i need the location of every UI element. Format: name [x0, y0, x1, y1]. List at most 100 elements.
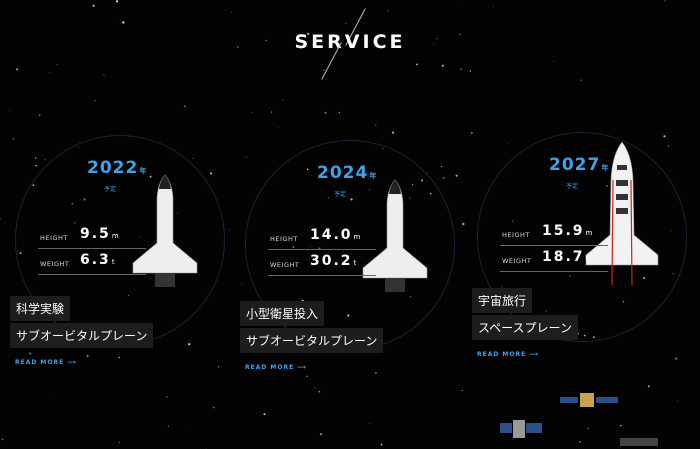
read-more-link[interactable]: READ MORE ⟶ [15, 359, 77, 366]
star [580, 79, 582, 81]
star [667, 145, 670, 147]
star [647, 385, 650, 388]
star [265, 39, 267, 42]
vehicle-type-tag: スペースプレーン [472, 315, 578, 340]
star [677, 400, 679, 402]
star [53, 395, 55, 396]
height-value: 15.9m [542, 223, 592, 239]
satellite-icon [560, 393, 618, 407]
star [209, 172, 213, 175]
star [94, 99, 96, 102]
star [9, 109, 10, 111]
height-label: HEIGHT [502, 231, 530, 239]
star [192, 157, 194, 159]
star [436, 38, 438, 40]
space-shuttle-icon [125, 173, 205, 297]
star [38, 114, 41, 117]
star [186, 429, 188, 430]
weight-number: 18.7 [542, 249, 585, 265]
weight-number: 6.3 [80, 252, 111, 268]
star [457, 3, 459, 4]
star [307, 32, 310, 36]
year-value: 2024 [317, 163, 369, 183]
star [118, 441, 120, 444]
year-suffix: 年 [369, 172, 378, 180]
star [56, 64, 58, 66]
purpose-tag: 宇宙旅行 [472, 288, 533, 313]
launch-year: 2024年 [317, 163, 377, 183]
star [440, 165, 442, 167]
plan-label: 予定 [104, 186, 117, 193]
weight-label: WEIGHT [40, 260, 70, 268]
section-title: SERVICE [294, 31, 406, 53]
weight-value: 30.2t [310, 253, 356, 269]
height-label: HEIGHT [270, 235, 298, 243]
star [620, 424, 622, 427]
year-value: 2027 [549, 155, 601, 175]
weight-value: 6.3t [80, 252, 115, 268]
star [338, 111, 341, 114]
star [263, 413, 266, 416]
star [345, 22, 347, 24]
height-unit: m [585, 229, 593, 237]
star [166, 396, 168, 398]
weight-unit: t [585, 255, 589, 263]
height-unit: m [353, 233, 361, 241]
star [86, 355, 89, 358]
star [552, 60, 554, 62]
weight-unit: t [353, 259, 357, 267]
height-number: 15.9 [542, 223, 585, 239]
height-unit: m [111, 232, 119, 240]
plan-label: 予定 [566, 183, 579, 190]
star [122, 21, 125, 24]
launch-year: 2027年 [549, 155, 609, 175]
purpose-tag: 小型衛星投入 [240, 301, 325, 326]
star [0, 218, 1, 220]
star [459, 33, 461, 36]
star [461, 389, 463, 391]
star [462, 222, 465, 226]
star [35, 157, 37, 159]
star [12, 138, 15, 140]
weight-number: 30.2 [310, 253, 353, 269]
star [241, 282, 242, 284]
star [306, 375, 308, 378]
star [117, 16, 119, 18]
star [217, 366, 220, 368]
satellite-icon [620, 438, 658, 446]
weight-label: WEIGHT [270, 261, 300, 269]
year-suffix: 年 [139, 167, 148, 175]
weight-unit: t [111, 258, 115, 266]
star [319, 433, 322, 436]
vehicle-type-tag: サブオービタルプレーン [10, 323, 154, 348]
height-number: 14.0 [310, 227, 353, 243]
height-number: 9.5 [80, 226, 111, 242]
read-more-link[interactable]: READ MORE ⟶ [245, 364, 307, 371]
star [433, 44, 435, 46]
star [251, 112, 253, 114]
read-more-link[interactable]: READ MORE ⟶ [477, 351, 539, 358]
star [664, 0, 666, 2]
weight-value: 18.7t [542, 249, 588, 265]
star [663, 135, 666, 138]
height-label: HEIGHT [40, 234, 68, 242]
star [229, 228, 230, 230]
star [44, 159, 46, 161]
star [470, 131, 473, 134]
star [369, 423, 371, 424]
vehicle-type-tag: サブオービタルプレーン [240, 328, 384, 353]
weight-row: WEIGHT 6.3t [38, 249, 146, 275]
star [183, 105, 186, 108]
star [380, 443, 383, 446]
star [469, 70, 472, 72]
weight-row: WEIGHT 30.2t [268, 250, 376, 276]
orbit-circle [477, 132, 687, 342]
height-row: HEIGHT 9.5m [38, 223, 146, 249]
star [387, 10, 389, 12]
year-value: 2022 [87, 158, 139, 178]
star [29, 352, 32, 355]
